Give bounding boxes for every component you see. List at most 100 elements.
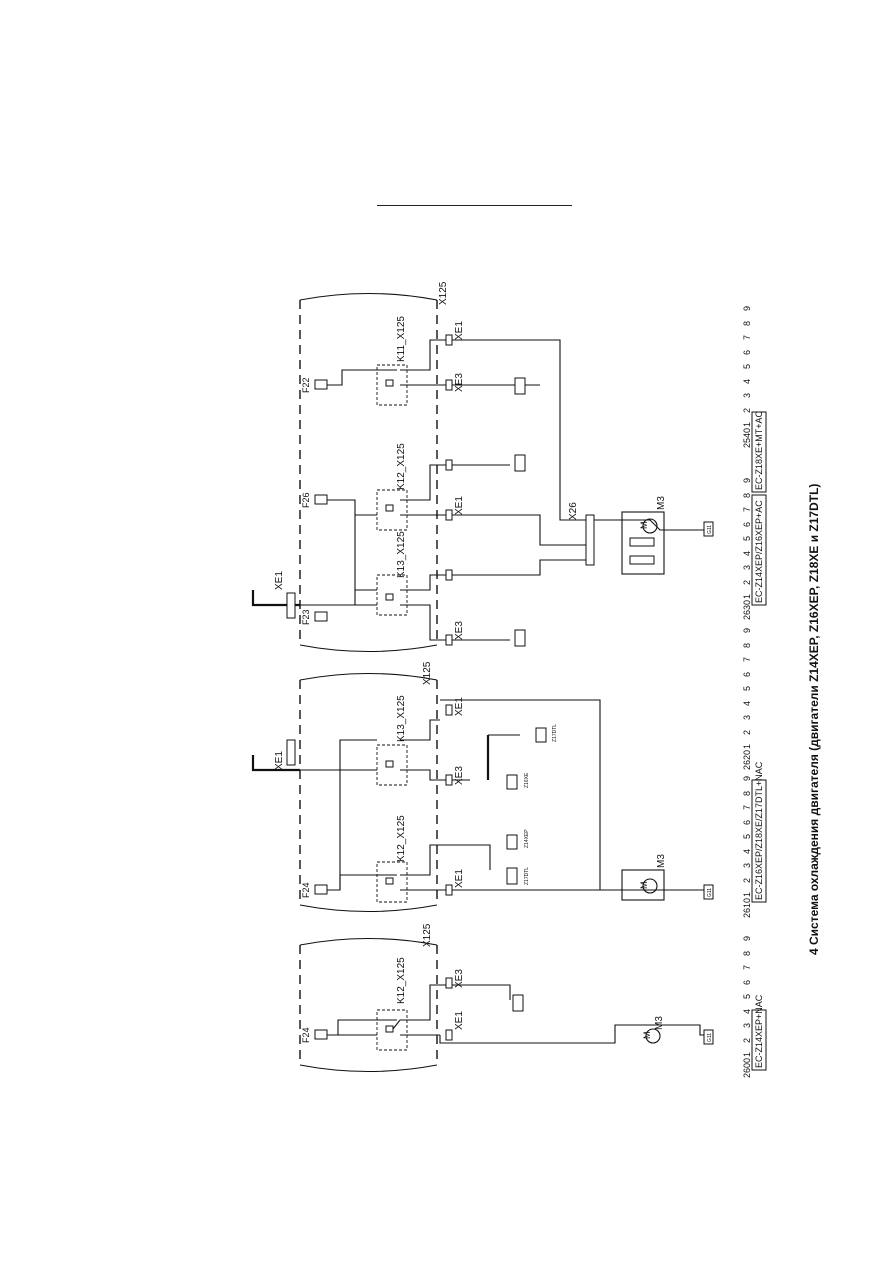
ruler-tick: 3 [742, 1023, 752, 1028]
ruler-tick: 8 [742, 643, 752, 648]
engine-label: Z16XE [524, 772, 530, 788]
ruler-tick: 9 [742, 478, 752, 483]
xe1-pin [445, 569, 453, 581]
ruler-tick: 2 [742, 878, 752, 883]
xe1-top-connector [286, 592, 296, 619]
ruler-tick: 6 [742, 980, 752, 985]
ruler-tick: 5 [742, 834, 752, 839]
connector-label: X125 [422, 661, 433, 685]
ruler-tick: 7 [742, 965, 752, 970]
engine-label: Z17DTL [524, 867, 530, 885]
ground-box [703, 1029, 714, 1045]
ruler-tick: 7 [742, 507, 752, 512]
relay-c-label: K11_X125 [396, 316, 407, 362]
relay-a-label: K13_X125 [396, 531, 407, 578]
ruler-tick: 9 [742, 776, 752, 781]
relay-b-label: K12_X125 [396, 443, 407, 490]
relay-k12-outline [376, 861, 408, 903]
ruler-tick: 9 [742, 628, 752, 633]
resistor [629, 555, 655, 565]
variant-label: EC-Z18XE+MT+AC [754, 410, 764, 490]
ruler-tick: 1 [742, 422, 752, 427]
ruler-tick: 4 [742, 551, 752, 556]
relay-k11-outline [376, 364, 408, 406]
relay-a-label: K12_X125 [396, 815, 407, 862]
xe1-pin [445, 459, 453, 471]
fuse-label: F26 [301, 492, 311, 508]
relay-coil [385, 593, 394, 601]
fuse-label: F23 [301, 609, 311, 625]
ruler-tick: 7 [742, 335, 752, 340]
xe1-label: XE1 [454, 496, 465, 515]
ruler-start: 2600 [742, 1058, 752, 1078]
xe1-label: XE1 [454, 1011, 465, 1030]
motor-glyph: M [639, 882, 649, 890]
fuse-box [314, 1029, 328, 1040]
xe3-label: XE3 [454, 621, 465, 640]
variant-label: EC-Z14XEP+NAC [754, 994, 764, 1068]
xe3-label: XE3 [454, 969, 465, 988]
relay-coil [385, 1025, 394, 1033]
ruler-tick: 6 [742, 350, 752, 355]
motor-glyph: M [642, 1032, 652, 1040]
ruler-panel-2: 2610 1 2 3 4 5 6 7 8 9 2620 1 2 3 4 5 6 … [742, 628, 752, 918]
ruler-tick: 5 [742, 364, 752, 369]
ruler-start: 2620 [742, 750, 752, 770]
ruler-tick: 2 [742, 1038, 752, 1043]
xe1-pin [445, 704, 453, 716]
variant-label: EC-Z14XEP/Z16XEP+AC [754, 500, 764, 603]
relay-coil [385, 504, 394, 512]
ruler-tick: 4 [742, 849, 752, 854]
relay-label: K12_X125 [396, 957, 407, 1004]
ruler-tick: 1 [742, 892, 752, 897]
panel-3: X125 XE1 F23 F26 F22 [251, 281, 767, 653]
engine-tag [512, 994, 524, 1012]
motor-m3-symbol [645, 1028, 661, 1044]
ruler-start: 2610 [742, 898, 752, 918]
ruler-tick: 2 [742, 408, 752, 413]
fuse-box [314, 884, 328, 895]
ruler-tick: 2 [742, 730, 752, 735]
xe1-label: XE1 [454, 697, 465, 716]
ruler-tick: 6 [742, 672, 752, 677]
variant-label: EC-Z16XEP/Z18XE/Z17DTL+NAC [754, 761, 764, 900]
ruler-tick: 4 [742, 379, 752, 384]
header-rule [377, 205, 572, 206]
ruler-start: 2540 [742, 428, 752, 448]
ruler-panel-1: 2600 1 2 3 4 5 6 7 8 9 [742, 936, 752, 1078]
motor-label: M3 [656, 496, 667, 510]
ruler-tick: 3 [742, 393, 752, 398]
engine-tag [506, 834, 518, 850]
xe1-pin [445, 334, 453, 346]
ruler-tick: 8 [742, 951, 752, 956]
variant-box [751, 779, 767, 903]
xe1-pin [445, 884, 453, 896]
relay-k13-outline [376, 744, 408, 786]
xe1-label: XE1 [454, 869, 465, 888]
xe3-pin [445, 379, 453, 391]
fuse-label: F24 [301, 1027, 311, 1043]
xe1-top-connector [286, 739, 296, 766]
xe1-label: XE1 [454, 321, 465, 340]
motor-m3-symbol [642, 878, 658, 894]
ruler-start: 2630 [742, 600, 752, 620]
ruler-tick: 8 [742, 493, 752, 498]
ruler-tick: 7 [742, 805, 752, 810]
ruler-tick: 3 [742, 565, 752, 570]
resistor [629, 537, 655, 547]
ruler-tick: 1 [742, 744, 752, 749]
engine-tag [506, 867, 518, 885]
ruler-tick: 5 [742, 994, 752, 999]
motor-m3-symbol [642, 518, 658, 534]
ground-label: G11 [707, 1033, 713, 1042]
variant-box [751, 494, 767, 606]
relay-k13-outline [376, 574, 408, 616]
ruler-tick: 2 [742, 580, 752, 585]
relay-k12-outline [376, 489, 408, 531]
ruler-tick: 8 [742, 321, 752, 326]
panel-2: X125 XE1 F24 K12_X125 K13 [251, 661, 767, 913]
ruler-tick: 7 [742, 657, 752, 662]
ruler-tick: 9 [742, 306, 752, 311]
ground-box [703, 521, 714, 537]
